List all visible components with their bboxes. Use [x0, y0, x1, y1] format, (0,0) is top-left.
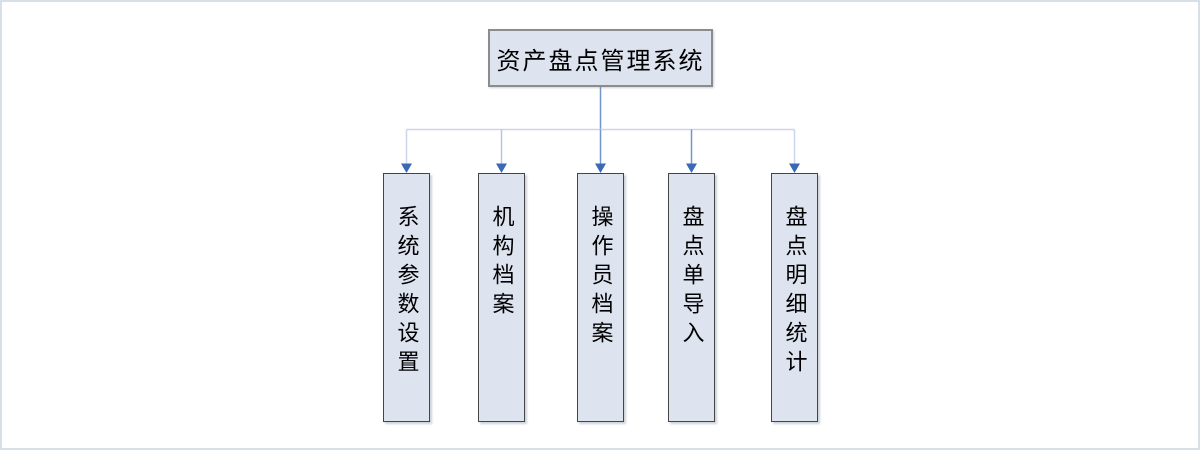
arrow-down-icon [686, 163, 697, 173]
child-node-label: 机构档案 [489, 205, 515, 321]
child-node-label: 系统参数设置 [394, 205, 420, 379]
root-node: 资产盘点管理系统 [488, 29, 713, 87]
child-node-label: 盘点明细统计 [782, 205, 808, 379]
child-node-label: 盘点单导入 [679, 205, 705, 350]
arrow-down-icon [496, 163, 507, 173]
arrow-down-icon [595, 163, 606, 173]
root-node-label: 资产盘点管理系统 [496, 48, 705, 75]
child-node-label: 操作员档案 [588, 205, 614, 350]
arrow-down-icon [789, 163, 800, 173]
child-node: 系统参数设置 [383, 173, 430, 422]
child-node: 机构档案 [478, 173, 525, 422]
child-node: 盘点明细统计 [771, 173, 818, 422]
child-node: 盘点单导入 [668, 173, 715, 422]
child-node: 操作员档案 [577, 173, 624, 422]
arrow-down-icon [401, 163, 412, 173]
